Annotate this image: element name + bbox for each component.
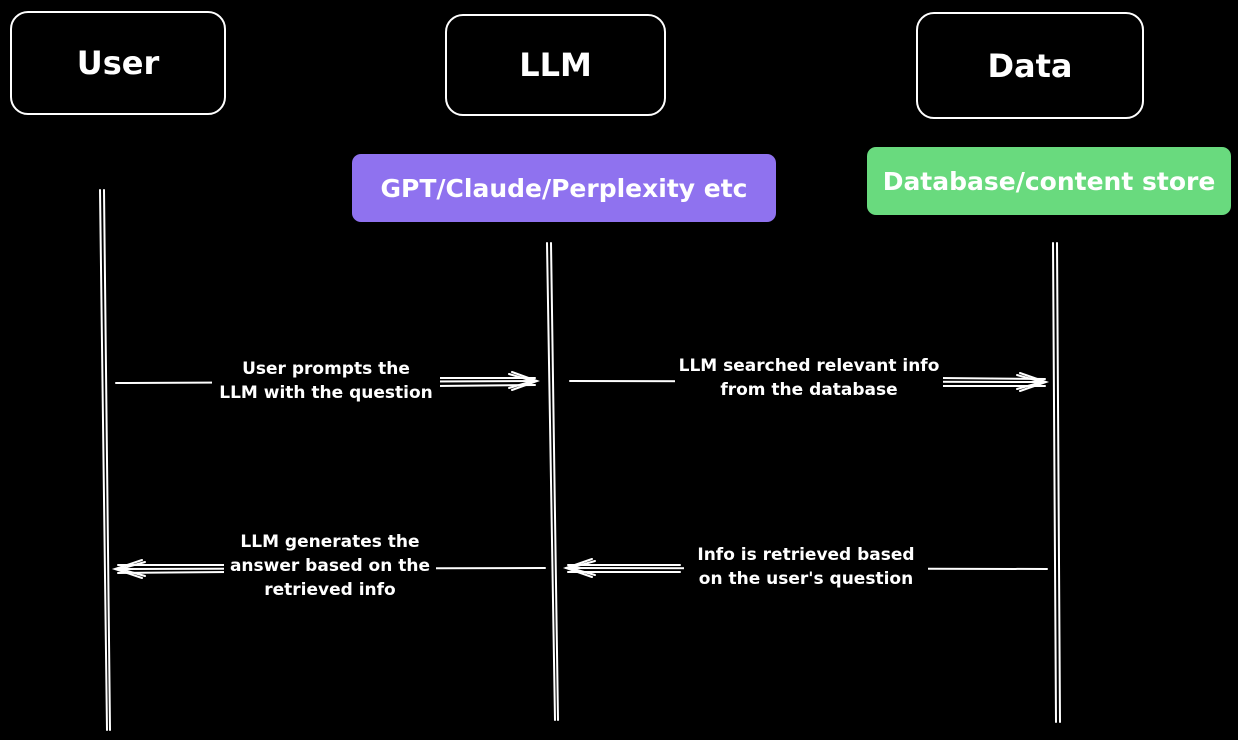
data-tag-label: Database/content store	[882, 166, 1216, 196]
message-llm-generates: LLM generates the answer based on the re…	[224, 530, 436, 602]
message-line: LLM searched relevant info	[678, 356, 940, 376]
message-line: retrieved info	[264, 580, 396, 600]
data-tag: Database/content store	[867, 147, 1231, 215]
actor-data: Data	[916, 12, 1144, 119]
actor-llm-label: LLM	[519, 46, 592, 84]
lifeline-user	[99, 189, 111, 731]
message-line: answer based on the	[229, 556, 431, 576]
actor-user-label: User	[76, 44, 160, 82]
lifeline-data	[1052, 242, 1061, 723]
message-llm-searched: LLM searched relevant info from the data…	[675, 354, 943, 402]
actor-llm: LLM	[445, 14, 666, 116]
llm-tag-label: GPT/Claude/Perplexity etc	[380, 173, 748, 203]
message-user-prompts: User prompts the LLM with the question	[212, 357, 440, 405]
message-info-retrieved: Info is retrieved based on the user's qu…	[684, 543, 928, 591]
lifeline-llm	[546, 242, 559, 721]
message-line: LLM with the question	[219, 383, 433, 403]
message-line: from the database	[720, 380, 898, 400]
llm-tag: GPT/Claude/Perplexity etc	[352, 154, 776, 222]
message-line: LLM generates the	[240, 532, 420, 552]
actor-user: User	[10, 11, 226, 115]
actor-data-label: Data	[987, 46, 1073, 85]
message-line: User prompts the	[242, 359, 410, 379]
message-line: Info is retrieved based	[697, 545, 915, 565]
message-line: on the user's question	[698, 569, 914, 589]
